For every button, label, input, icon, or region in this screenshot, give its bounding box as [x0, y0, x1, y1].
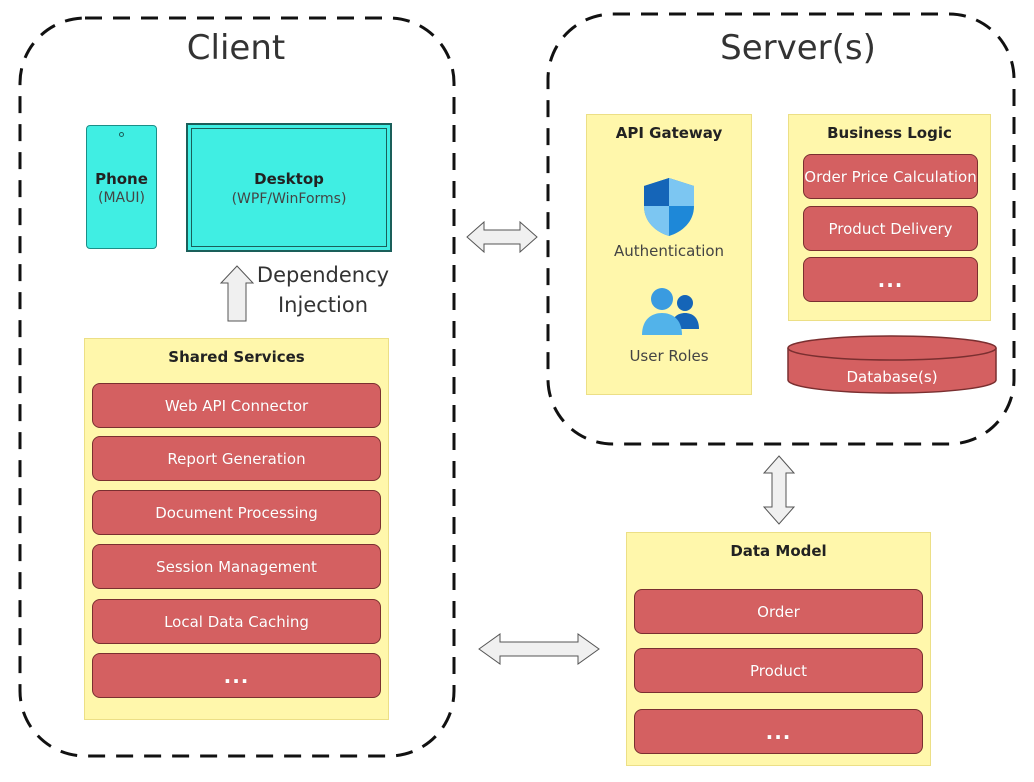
api-gateway-panel: API Gateway [586, 114, 752, 395]
data-model-title: Data Model [730, 542, 827, 560]
dependency-injection-label: Dependency Injection [248, 260, 398, 320]
phone-title: Phone [95, 170, 148, 188]
phone-device: Phone (MAUI) [86, 125, 157, 249]
server-datamodel-arrow [762, 455, 796, 525]
authentication-label: Authentication [613, 242, 725, 260]
dependency-injection-line1: Dependency [256, 263, 390, 287]
service-session-management: Session Management [92, 544, 381, 589]
service-report-generation: Report Generation [92, 436, 381, 481]
service-more: ... [92, 653, 381, 698]
dependency-injection-line2: Injection [277, 293, 369, 317]
api-gateway-title: API Gateway [615, 124, 723, 142]
database-cylinder [787, 335, 997, 394]
client-boundary [18, 16, 456, 758]
logic-product-delivery: Product Delivery [803, 206, 978, 251]
phone-subtitle: (MAUI) [98, 190, 145, 206]
dependency-injection-arrow [219, 265, 255, 322]
phone-camera-dot [119, 132, 124, 137]
desktop-device: Desktop (WPF/WinForms) [186, 123, 392, 252]
service-document-processing: Document Processing [92, 490, 381, 535]
server-boundary [546, 12, 1016, 446]
client-title: Client [186, 28, 286, 68]
client-server-arrow [466, 220, 538, 254]
user-roles-label: User Roles [629, 347, 709, 365]
server-title: Server(s) [720, 28, 876, 68]
desktop-screen [191, 128, 387, 247]
shield-icon [644, 178, 694, 236]
shared-services-title: Shared Services [168, 348, 305, 366]
model-order: Order [634, 589, 923, 634]
model-more: ... [634, 709, 923, 754]
model-product: Product [634, 648, 923, 693]
desktop-title: Desktop [254, 170, 324, 188]
logic-more: ... [803, 257, 978, 302]
client-datamodel-arrow [478, 633, 600, 665]
logic-order-price-calculation: Order Price Calculation [803, 154, 978, 199]
service-local-data-caching: Local Data Caching [92, 599, 381, 644]
database-label: Database(s) [846, 368, 938, 386]
desktop-subtitle: (WPF/WinForms) [231, 191, 347, 207]
users-icon [642, 288, 699, 335]
service-web-api-connector: Web API Connector [92, 383, 381, 428]
business-logic-title: Business Logic [827, 124, 952, 142]
